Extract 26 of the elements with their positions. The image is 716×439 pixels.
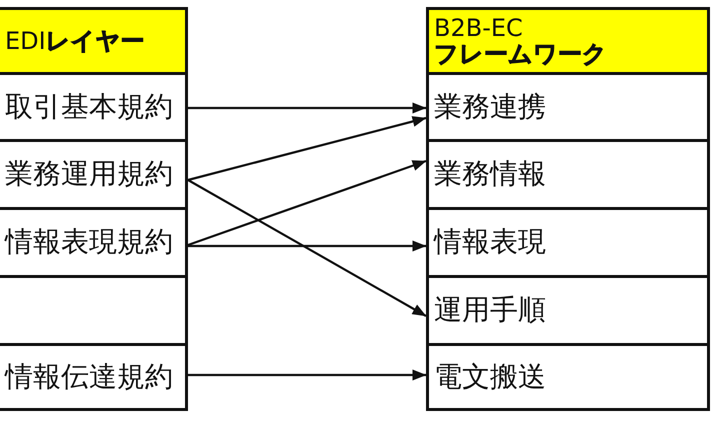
header-cell xyxy=(0,7,188,75)
cell-label: 取引基本規約 xyxy=(5,92,173,122)
cell-label: 情報伝達規約 xyxy=(5,362,173,392)
header-title: B2B-EC xyxy=(434,14,523,41)
table-cell xyxy=(426,343,710,411)
cell-label: 情報表現規約 xyxy=(5,227,173,258)
table-cell xyxy=(426,72,710,142)
arrow xyxy=(188,370,426,380)
header-title: EDIレイヤー xyxy=(5,28,145,54)
table-cell xyxy=(426,207,710,278)
cell-label: 業務運用規約 xyxy=(5,159,173,190)
arrow xyxy=(188,160,426,246)
cell-label: 業務連携 xyxy=(434,92,546,122)
arrow xyxy=(188,240,426,252)
arrow xyxy=(188,102,426,114)
arrow xyxy=(188,116,426,182)
table-cell xyxy=(426,275,710,346)
cell-label: 業務情報 xyxy=(434,159,546,190)
table-cell xyxy=(426,139,710,210)
table-cell xyxy=(0,343,188,411)
cell-label: 電文搬送 xyxy=(434,362,546,392)
cell-label: 情報表現 xyxy=(434,227,546,258)
header-title: フレームワーク xyxy=(434,41,607,68)
arrow xyxy=(187,179,427,317)
header-cell xyxy=(426,7,710,75)
cell-label: 運用手順 xyxy=(434,295,546,326)
